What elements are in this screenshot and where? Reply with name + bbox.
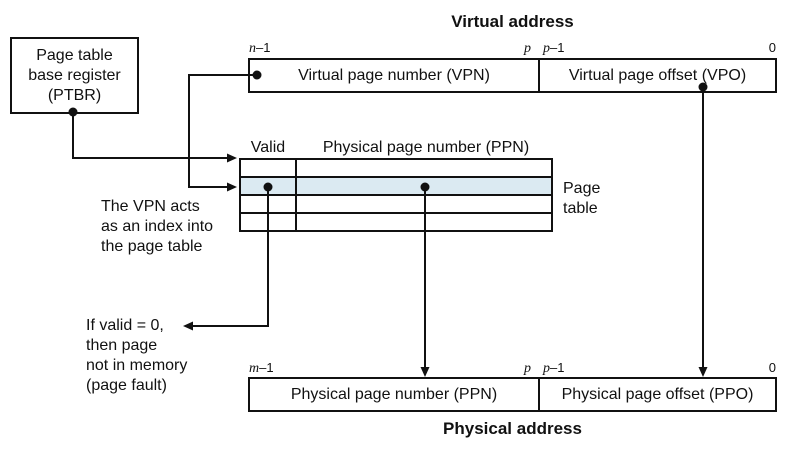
va-bit-label-p: p [524,41,531,56]
ptbr-to-table-line [72,112,228,159]
ptbr-to-table-arrowhead [227,153,237,163]
va-bit-label-n-1: n–1 [249,40,271,56]
page-table-row [241,160,551,178]
vpn-index-annotation: The VPN acts as an index into the page t… [101,198,214,255]
ptbr-line-2: base register [28,66,121,84]
page-table-ppn-header: Physical page number (PPN) [322,139,530,156]
vpn-to-row-arrowhead [227,182,237,192]
ppn-field: Physical page number (PPN) [250,379,540,410]
vpo-to-pa-arrowhead [698,367,708,377]
page-table-valid-header: Valid [250,139,286,156]
ppo-field: Physical page offset (PPO) [561,385,754,403]
vpo-field: Virtual page offset (VPO) [568,66,747,84]
va-bit-label-0: 0 [768,40,776,55]
virtual-address-box: Virtual page number (VPN) Virtual page o… [248,58,777,93]
ppn-to-pa-arrowhead [420,367,430,377]
page-table-label: Page table [563,180,601,217]
va-bit-label-p-1: p–1 [543,40,565,56]
pa-bit-label-m-1: m–1 [249,360,274,376]
physical-address-title: Physical address [443,419,582,438]
physical-address-box: Physical page number (PPN) Physical page… [248,377,777,412]
page-table-row [241,196,551,214]
page-fault-annotation: If valid = 0, then page not in memory (p… [86,317,188,394]
ptbr-line-3: (PTBR) [47,86,102,104]
page-table-row-highlight [241,178,551,196]
ptbr-box: Page table base register (PTBR) [10,37,139,114]
pa-bit-label-p: p [524,361,531,376]
page-table-row [241,214,551,230]
ptbr-line-1: Page table [36,46,113,64]
page-table [239,158,553,232]
vpn-field: Virtual page number (VPN) [250,60,540,91]
pa-bit-label-p-1: p–1 [543,360,565,376]
pa-bit-label-0: 0 [768,360,776,375]
virtual-address-title: Virtual address [451,12,574,31]
